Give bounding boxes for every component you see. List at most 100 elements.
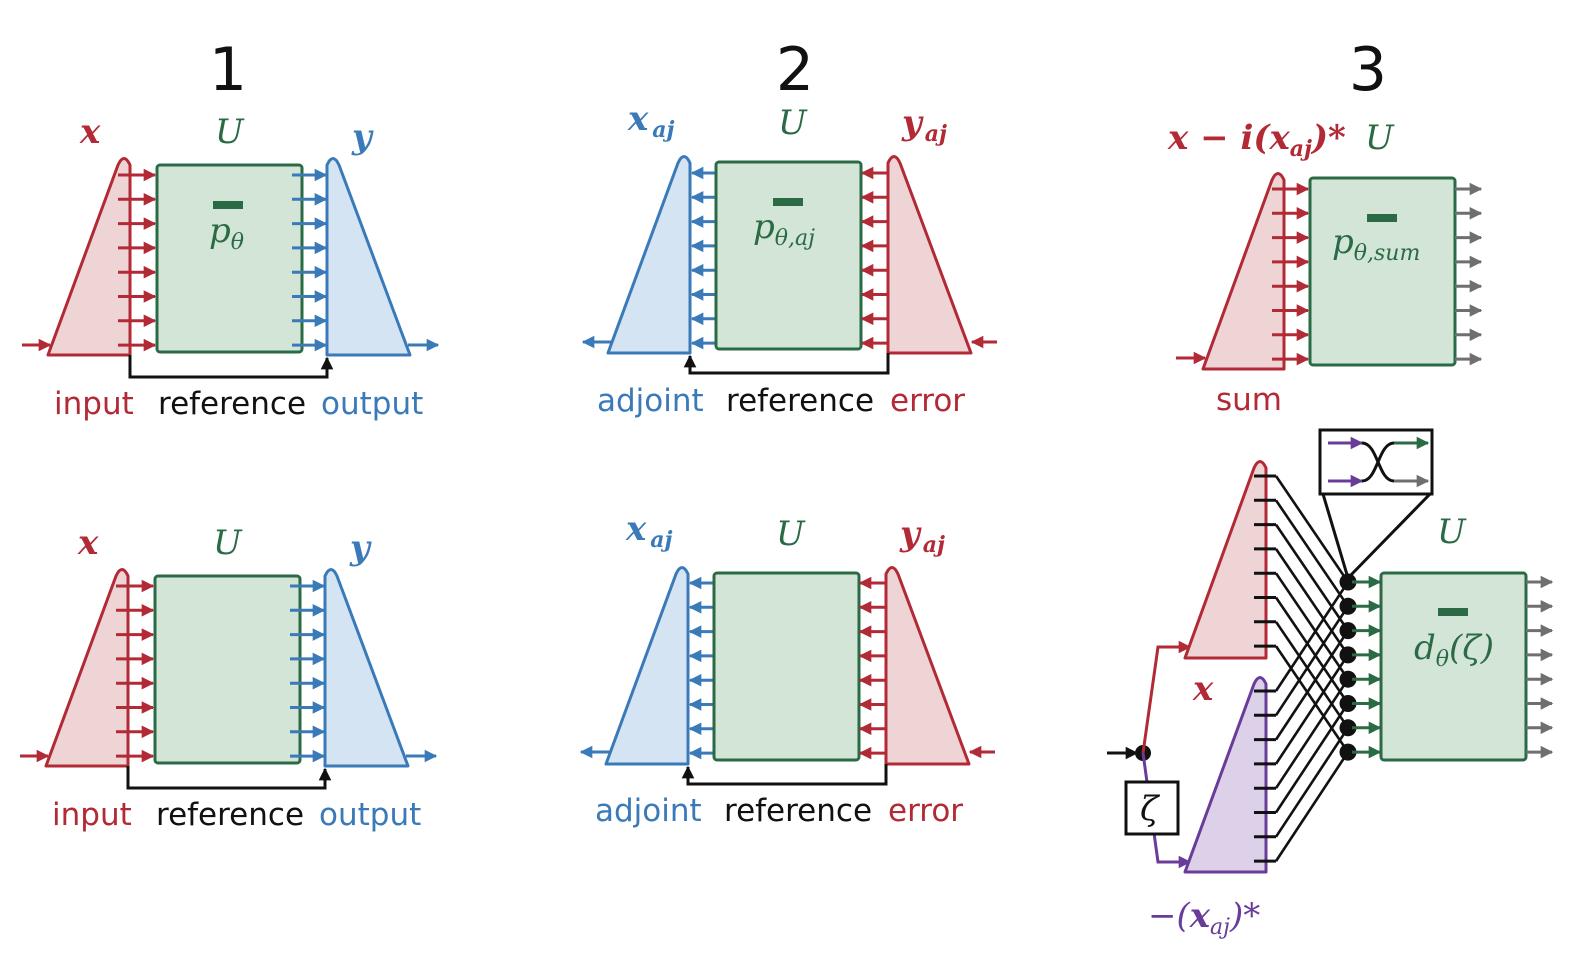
input-rails (118, 168, 157, 352)
label-sum: sum (1216, 382, 1282, 418)
unitary-symbol: U (215, 112, 245, 152)
unitary-box (1379, 571, 1528, 762)
gray-output-arrows (1455, 182, 1483, 366)
beamsplitter-node (1339, 573, 1357, 591)
parameter-bar (213, 201, 243, 209)
error-red-shape (886, 155, 973, 355)
panel-3-number: 3 (1349, 35, 1387, 105)
input-encoder-red-shape (46, 157, 132, 357)
sum-expression: x − i(xaj)* (1167, 118, 1346, 162)
reference-bracket (126, 766, 332, 790)
red-branch-line (1141, 640, 1192, 754)
unitary-symbol: U (213, 523, 243, 563)
wire (1274, 581, 1350, 692)
inset-pointer-left (1321, 493, 1350, 579)
wire (1274, 654, 1350, 765)
label-reference: reference (156, 797, 304, 833)
green-input-arrows (1352, 575, 1382, 759)
wire (1274, 596, 1350, 705)
beamsplitter-node (1339, 622, 1357, 640)
x-encoder-red-shape (1183, 460, 1268, 660)
wire (1274, 629, 1350, 741)
unitary-box (155, 163, 304, 354)
output-rails (290, 579, 326, 763)
xaj-encoder-purple-shape (1183, 676, 1268, 874)
interleave-wires (1254, 474, 1350, 863)
panel-1-number: 1 (209, 35, 247, 105)
wire (1274, 621, 1350, 729)
beamsplitter-node (1339, 695, 1357, 712)
error-red-shape (884, 566, 971, 766)
panel-2-number: 2 (776, 35, 814, 105)
output-rails (292, 168, 328, 352)
x-symbol: x (1192, 669, 1214, 709)
neg-xaj-expression: −(xaj)* (1148, 896, 1260, 940)
parameter-label: dθ(ζ) (1414, 628, 1494, 672)
input-symbol: x (79, 112, 101, 152)
beamsplitter-node (1339, 670, 1357, 688)
label-adjoint: adjoint (597, 383, 704, 419)
sum-encoder-red-shape (1201, 172, 1286, 371)
wire (1274, 572, 1350, 680)
label-input: input (52, 797, 132, 833)
reference-bracket (683, 353, 890, 375)
label-error: error (888, 793, 963, 829)
wire (1274, 645, 1350, 753)
beamsplitter-inset-box (1318, 428, 1434, 496)
reference-bracket (128, 355, 334, 379)
label-output: output (321, 386, 423, 422)
sum-rails (1272, 182, 1310, 366)
output-decoder-blue-shape (325, 157, 412, 357)
unitary-box (1308, 176, 1457, 367)
wire (1274, 548, 1350, 656)
beamsplitter-node (1339, 743, 1357, 761)
unitary-box (153, 574, 302, 765)
wire (1274, 605, 1350, 717)
wire (1274, 475, 1350, 583)
panel-1-bottom: x U y input reference output (20, 523, 438, 833)
label-reference: reference (726, 383, 874, 419)
input-encoder-red-shape (44, 568, 130, 768)
wire (1274, 499, 1350, 608)
input-rails (116, 579, 155, 763)
zeta-symbol: ζ (1140, 789, 1161, 829)
parameter-bar (1367, 214, 1397, 222)
gray-output-arrows (1526, 575, 1554, 759)
label-error: error (890, 383, 965, 419)
wire (1274, 727, 1350, 838)
wire (1274, 523, 1350, 632)
label-output: output (319, 797, 421, 833)
unitary-symbol: U (776, 514, 806, 554)
panel-3-bottom: ζ dθ(ζ) U x −(xaj)* (1107, 428, 1554, 940)
adjoint-blue-shape (604, 566, 690, 766)
parameter-label: pθ (209, 211, 244, 255)
beamsplitter-nodes (1339, 573, 1357, 761)
label-input: input (54, 386, 134, 422)
wire (1274, 702, 1350, 814)
label-adjoint: adjoint (595, 793, 702, 829)
panel-1-top: pθ x U y input reference output (22, 112, 440, 422)
input-symbol: x (77, 523, 99, 563)
wire (1274, 751, 1350, 862)
parameter-bar (1438, 608, 1468, 616)
adjoint-blue-shape (606, 155, 692, 355)
beamsplitter-node (1339, 597, 1357, 615)
zeta-box (1124, 780, 1180, 836)
beamsplitter-node (1339, 719, 1357, 737)
unitary-symbol: U (1365, 118, 1395, 158)
wire (1274, 678, 1350, 789)
parameter-label: pθ,sum (1332, 222, 1420, 266)
reference-bracket (681, 764, 888, 786)
inset-pointer-right (1346, 492, 1432, 580)
unitary-box (714, 160, 863, 351)
parameter-bar (773, 198, 803, 206)
inset-crossing (1361, 441, 1395, 483)
output-decoder-blue-shape (323, 568, 410, 768)
